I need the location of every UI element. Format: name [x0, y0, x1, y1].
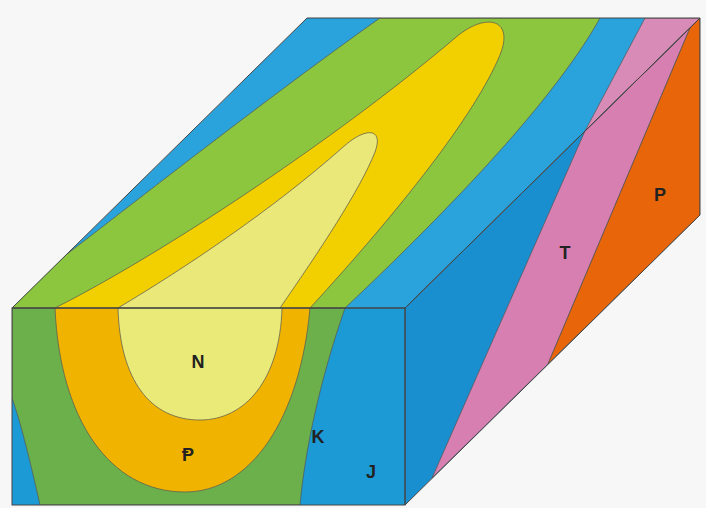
unit-label: Ᵽ	[182, 446, 194, 464]
unit-label: P	[654, 186, 666, 204]
unit-label: N	[192, 353, 205, 371]
front-face	[12, 308, 405, 505]
unit-label: T	[560, 244, 571, 262]
right-face	[405, 18, 700, 505]
unit-label: J	[366, 463, 376, 481]
unit-label: K	[312, 428, 325, 446]
